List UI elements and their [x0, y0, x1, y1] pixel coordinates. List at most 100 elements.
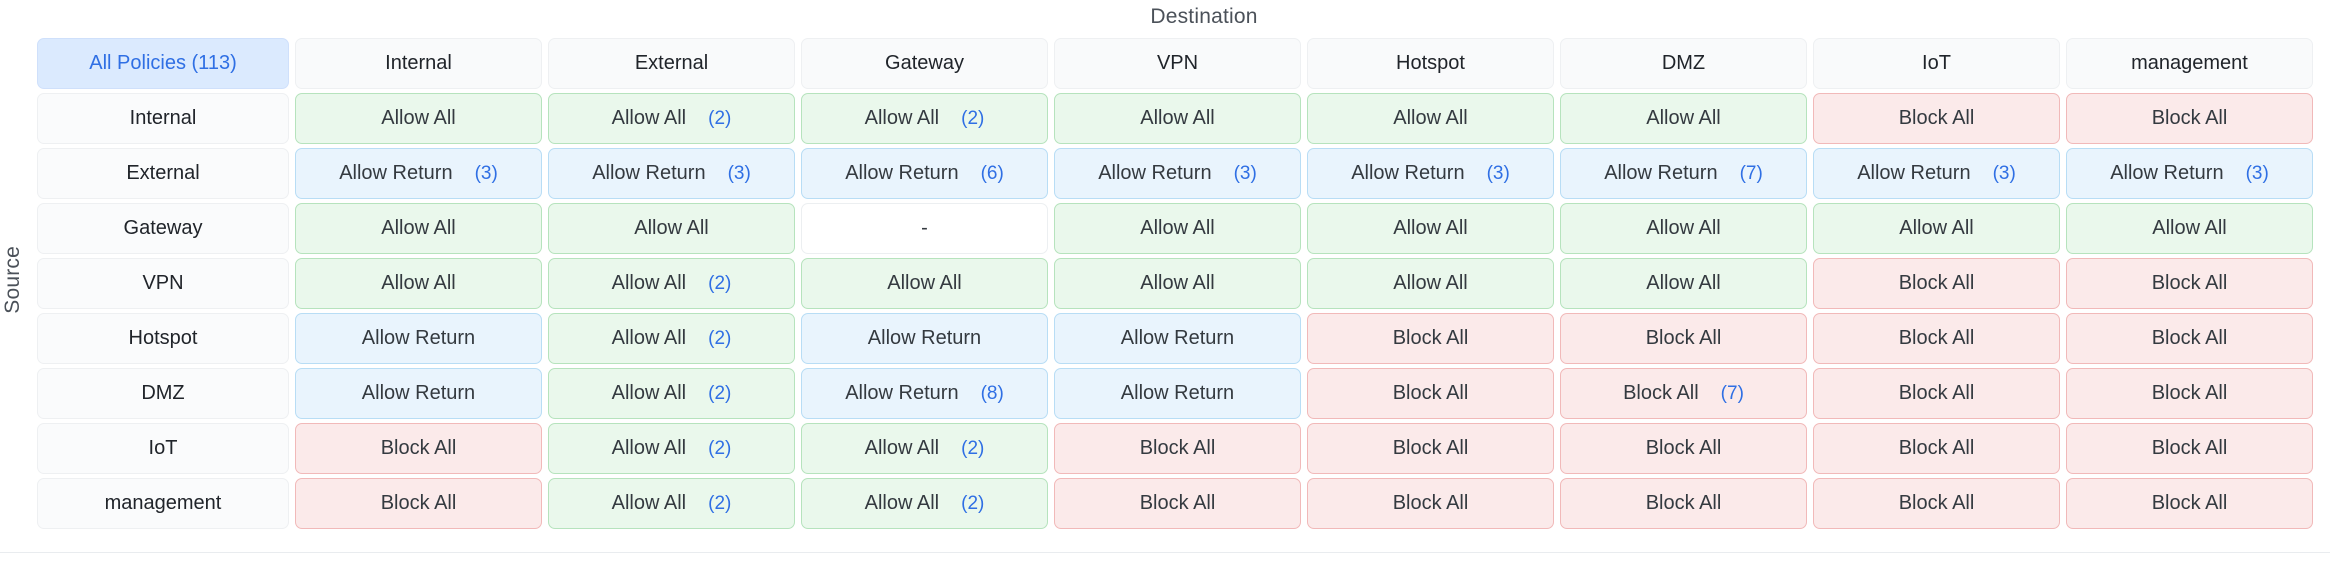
policy-cell[interactable]: Block All	[2063, 311, 2316, 366]
policy-cell-box[interactable]: Block All	[1813, 93, 2060, 144]
policy-cell-box[interactable]: Allow All(2)	[548, 423, 795, 474]
policy-cell[interactable]: Allow All(2)	[545, 476, 798, 531]
policy-cell-box[interactable]: Allow Return	[1054, 368, 1301, 419]
row-header-box[interactable]: External	[37, 148, 289, 199]
policy-cell-box[interactable]: Allow All	[1054, 203, 1301, 254]
policy-cell-box[interactable]: Block All	[2066, 423, 2313, 474]
policy-cell[interactable]: Allow All	[1557, 91, 1810, 146]
policy-cell[interactable]: Block All	[1810, 366, 2063, 421]
policy-cell-box[interactable]: Block All	[2066, 313, 2313, 364]
policy-cell-box[interactable]: Allow All	[1054, 258, 1301, 309]
policy-cell-box[interactable]: Block All	[1813, 423, 2060, 474]
policy-cell[interactable]: Block All	[1304, 366, 1557, 421]
policy-cell-box[interactable]: Allow All	[1307, 93, 1554, 144]
policy-cell-box[interactable]: Block All	[1813, 478, 2060, 529]
policy-cell[interactable]: Allow All	[292, 201, 545, 256]
policy-cell-box[interactable]: Block All	[2066, 93, 2313, 144]
row-header-vpn[interactable]: VPN	[34, 256, 292, 311]
policy-cell[interactable]: Block All	[1557, 421, 1810, 476]
policy-cell[interactable]: Block All	[1810, 476, 2063, 531]
policy-cell-box[interactable]: Allow All	[1307, 258, 1554, 309]
policy-cell-box[interactable]: Block All	[1307, 368, 1554, 419]
policy-cell-box[interactable]: Allow Return(3)	[1054, 148, 1301, 199]
policy-cell-box[interactable]: Allow All	[295, 203, 542, 254]
row-header-iot[interactable]: IoT	[34, 421, 292, 476]
policy-cell[interactable]: Allow All(2)	[545, 91, 798, 146]
policy-cell[interactable]: Allow Return	[292, 311, 545, 366]
row-header-box[interactable]: Internal	[37, 93, 289, 144]
policy-cell-box[interactable]: Block All	[1307, 313, 1554, 364]
policy-cell-box[interactable]: Allow Return(3)	[548, 148, 795, 199]
policy-cell[interactable]: Allow All	[1051, 256, 1304, 311]
policy-cell[interactable]: Block All	[2063, 476, 2316, 531]
policy-cell[interactable]: Block All	[292, 476, 545, 531]
policy-cell[interactable]: Block All	[1810, 421, 2063, 476]
policy-cell[interactable]: Allow Return(3)	[1810, 146, 2063, 201]
policy-cell-box[interactable]: Allow All	[801, 258, 1048, 309]
policy-cell-box[interactable]: Block All(7)	[1560, 368, 1807, 419]
policy-cell[interactable]: Block All	[1810, 91, 2063, 146]
policy-cell-box[interactable]: Block All	[1560, 313, 1807, 364]
policy-cell-box[interactable]: Allow Return(3)	[295, 148, 542, 199]
policy-cell[interactable]: Allow All	[1051, 91, 1304, 146]
column-header-vpn[interactable]: VPN	[1051, 36, 1304, 91]
policy-cell-box[interactable]: Allow All	[1560, 93, 1807, 144]
policy-cell[interactable]: Allow All(2)	[798, 421, 1051, 476]
policy-cell[interactable]: Allow Return	[798, 311, 1051, 366]
policy-cell[interactable]: Allow All	[2063, 201, 2316, 256]
policy-cell-box[interactable]: Allow All(2)	[801, 93, 1048, 144]
policy-cell[interactable]: Allow Return(6)	[798, 146, 1051, 201]
row-header-external[interactable]: External	[34, 146, 292, 201]
policy-cell[interactable]: Block All	[1304, 476, 1557, 531]
policy-cell[interactable]: Allow Return(3)	[545, 146, 798, 201]
policy-cell[interactable]: Block All	[1810, 256, 2063, 311]
policy-cell-box[interactable]: Block All	[1813, 258, 2060, 309]
policy-cell-box[interactable]: Allow All(2)	[548, 258, 795, 309]
policy-cell-box[interactable]: Block All	[1054, 478, 1301, 529]
policy-cell-box[interactable]: Allow All	[548, 203, 795, 254]
policy-cell[interactable]: Allow All	[1304, 256, 1557, 311]
policy-cell[interactable]: Allow Return	[292, 366, 545, 421]
all-policies-cell[interactable]: All Policies (113)	[34, 36, 292, 91]
policy-cell-box[interactable]: Block All	[2066, 258, 2313, 309]
policy-cell[interactable]: Block All	[1051, 476, 1304, 531]
row-header-management[interactable]: management	[34, 476, 292, 531]
policy-cell-box[interactable]: Allow All	[1813, 203, 2060, 254]
policy-cell[interactable]: Allow Return(3)	[2063, 146, 2316, 201]
policy-cell[interactable]: -	[798, 201, 1051, 256]
policy-cell-box[interactable]: Block All	[1054, 423, 1301, 474]
policy-cell-box[interactable]: Allow Return(3)	[1307, 148, 1554, 199]
policy-cell-box[interactable]: Block All	[1560, 478, 1807, 529]
policy-cell[interactable]: Allow All(2)	[798, 91, 1051, 146]
policy-cell-box[interactable]: Block All	[2066, 478, 2313, 529]
policy-cell-box[interactable]: Allow Return(3)	[2066, 148, 2313, 199]
policy-cell[interactable]: Allow All(2)	[545, 366, 798, 421]
column-header-internal[interactable]: Internal	[292, 36, 545, 91]
policy-cell[interactable]: Allow All(2)	[545, 421, 798, 476]
column-header-external[interactable]: External	[545, 36, 798, 91]
policy-cell[interactable]: Allow All	[798, 256, 1051, 311]
column-header-dmz[interactable]: DMZ	[1557, 36, 1810, 91]
policy-cell[interactable]: Allow Return(3)	[1304, 146, 1557, 201]
policy-cell-box[interactable]: Allow All	[295, 93, 542, 144]
policy-cell-box[interactable]: Allow All(2)	[548, 368, 795, 419]
row-header-box[interactable]: management	[37, 478, 289, 529]
policy-cell[interactable]: Allow All	[1557, 256, 1810, 311]
column-header-hotspot[interactable]: Hotspot	[1304, 36, 1557, 91]
policy-cell[interactable]: Allow All	[545, 201, 798, 256]
policy-cell[interactable]: Allow All(2)	[798, 476, 1051, 531]
policy-cell-box[interactable]: Block All	[1813, 368, 2060, 419]
row-header-box[interactable]: Gateway	[37, 203, 289, 254]
all-policies-box[interactable]: All Policies (113)	[37, 38, 289, 89]
policy-cell-box[interactable]: Allow Return(8)	[801, 368, 1048, 419]
policy-cell[interactable]: Block All	[1557, 311, 1810, 366]
policy-cell-box[interactable]: Block All	[295, 423, 542, 474]
policy-cell[interactable]: Allow Return(3)	[292, 146, 545, 201]
policy-cell-box[interactable]: Block All	[1307, 423, 1554, 474]
policy-cell-box[interactable]: Allow Return	[1054, 313, 1301, 364]
row-header-dmz[interactable]: DMZ	[34, 366, 292, 421]
policy-cell-box[interactable]: Block All	[295, 478, 542, 529]
row-header-hotspot[interactable]: Hotspot	[34, 311, 292, 366]
policy-cell-box[interactable]: Allow Return(7)	[1560, 148, 1807, 199]
policy-cell-box[interactable]: Allow All	[2066, 203, 2313, 254]
